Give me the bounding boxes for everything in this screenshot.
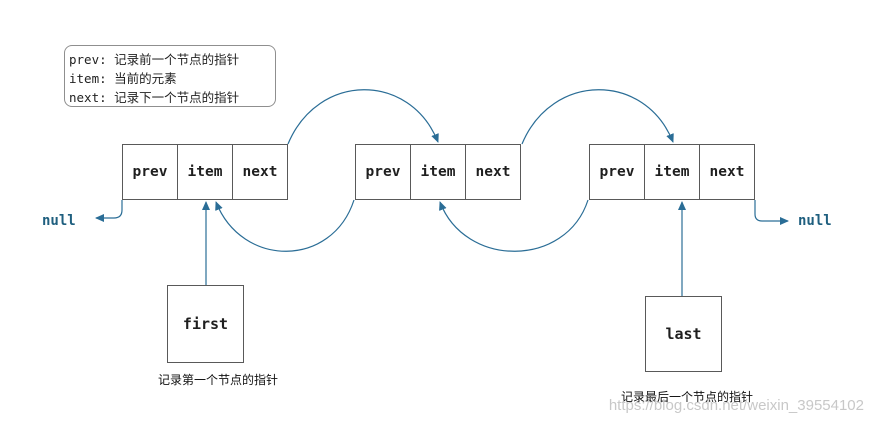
node-3-prev-cell: prev — [589, 144, 645, 200]
first-caption: 记录第一个节点的指针 — [158, 373, 279, 387]
prev-link-arrow-2 — [439, 199, 589, 252]
first-pointer-box: first — [167, 285, 244, 363]
next-link-arrow-1 — [287, 89, 439, 145]
null-left-label: null — [42, 213, 76, 229]
legend-box: prev: 记录前一个节点的指针 item: 当前的元素 next: 记录下一个… — [64, 45, 276, 107]
null-right-label: null — [798, 213, 832, 229]
last-caption: 记录最后一个节点的指针 — [621, 390, 754, 404]
node-1-prev-cell: prev — [122, 144, 178, 200]
list-node-2: prev item next — [355, 144, 521, 200]
next-link-arrow-2 — [521, 89, 674, 145]
node-2-item-cell: item — [410, 144, 466, 200]
list-node-3: prev item next — [589, 144, 755, 200]
watermark-text: https://blog.csdn.net/weixin_39554102 — [608, 397, 864, 414]
node-3-next-cell: next — [699, 144, 755, 200]
legend-line-next: next: 记录下一个节点的指针 — [69, 90, 240, 105]
null-left-arrow — [95, 200, 123, 222]
prev-link-arrow-1 — [215, 199, 355, 252]
node-1-next-cell: next — [232, 144, 288, 200]
list-node-1: prev item next — [122, 144, 288, 200]
last-pointer-box: last — [645, 296, 722, 372]
node-3-item-cell: item — [644, 144, 700, 200]
null-right-arrow — [754, 200, 789, 225]
node-1-item-cell: item — [177, 144, 233, 200]
node-2-next-cell: next — [465, 144, 521, 200]
legend-line-item: item: 当前的元素 — [69, 71, 177, 86]
node-2-prev-cell: prev — [355, 144, 411, 200]
legend-line-prev: prev: 记录前一个节点的指针 — [69, 52, 240, 67]
